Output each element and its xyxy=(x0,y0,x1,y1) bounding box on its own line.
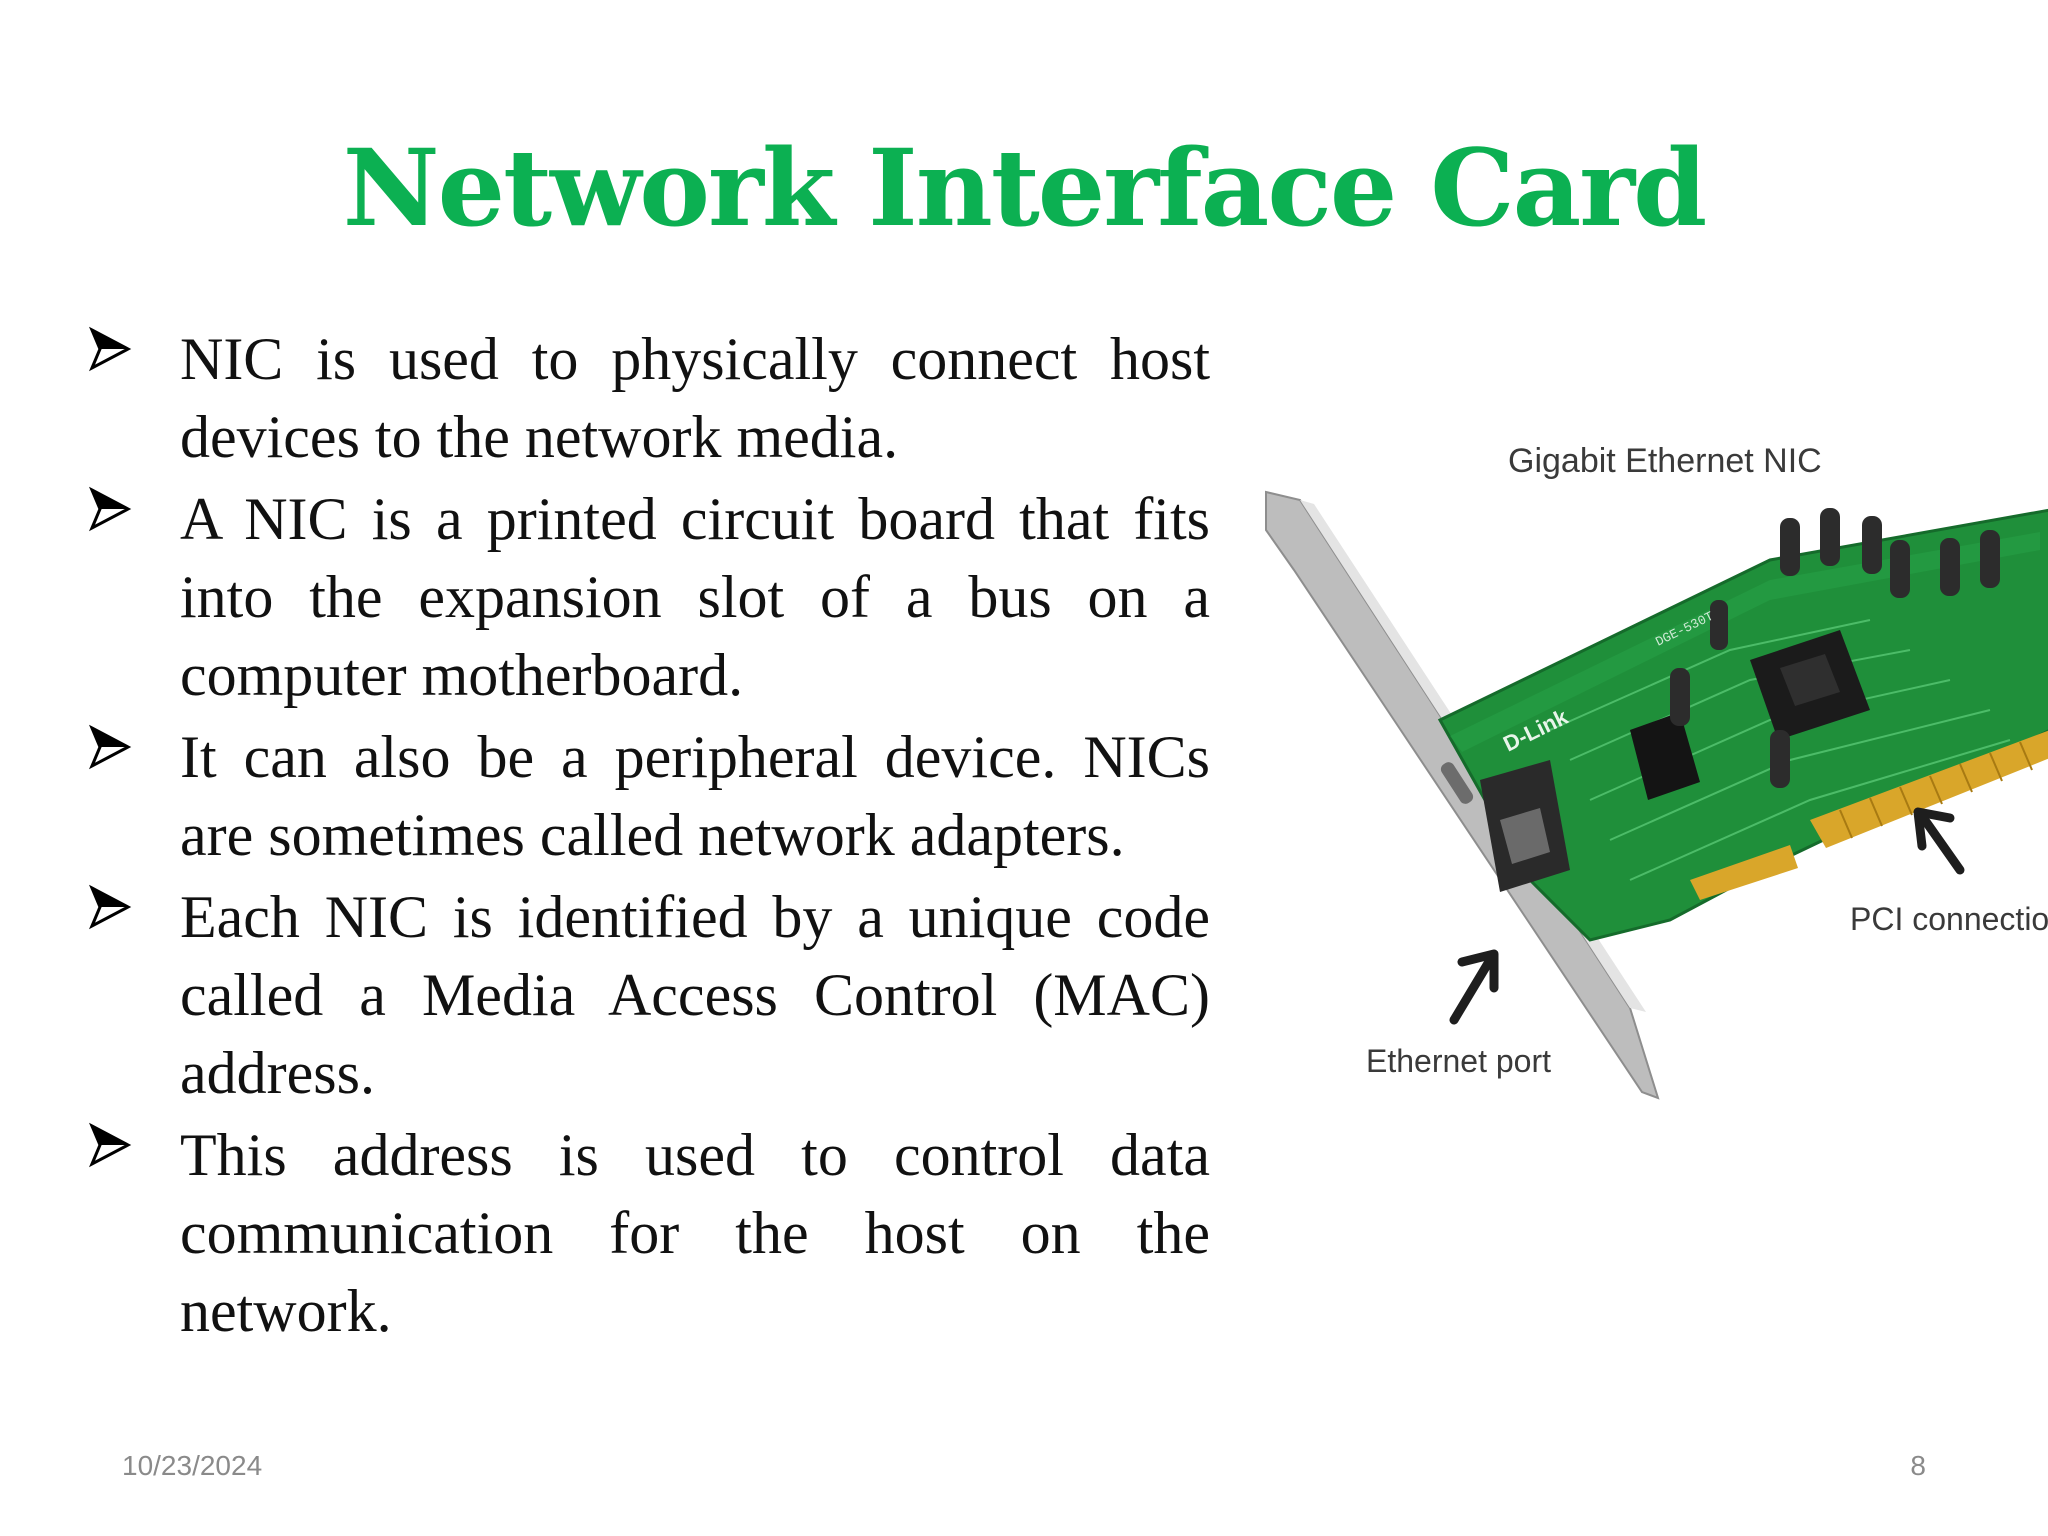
arrowhead-bullet-icon xyxy=(88,1122,132,1168)
arrowhead-bullet-icon xyxy=(88,486,132,532)
bullet-item: It can also be a peripheral device. NICs… xyxy=(80,718,1210,874)
rj45-opening xyxy=(1500,808,1550,864)
contact-pins xyxy=(1839,741,2033,839)
magnetics-module xyxy=(1630,712,1700,800)
footer-date: 10/23/2024 xyxy=(122,1450,263,1481)
network-card-illustration: D-Link DGE-530T Gigabit Ethernet NIC PCI… xyxy=(1265,442,2048,1100)
bullet-list: NIC is used to physically connect host d… xyxy=(80,320,1210,1354)
bullet-text: NIC is used to physically connect host d… xyxy=(180,326,1210,470)
label-pci-connection: PCI connection xyxy=(1850,901,2048,937)
capacitors xyxy=(1670,508,2000,788)
bullet-text: It can also be a peripheral device. NICs… xyxy=(180,724,1210,868)
arrowhead-bullet-icon xyxy=(88,326,132,372)
arrowhead-bullet-icon xyxy=(88,884,132,930)
pci-gold-contacts xyxy=(1810,730,2048,848)
bullet-item: This address is used to control data com… xyxy=(80,1116,1210,1350)
pointer-arrow-icon xyxy=(1449,949,1499,1025)
nic-photo: D-Link DGE-530T Gigabit Ethernet NIC PCI… xyxy=(1250,400,2048,1120)
chip-logo xyxy=(1780,654,1840,706)
bullet-item: NIC is used to physically connect host d… xyxy=(80,320,1210,476)
bullet-item: A NIC is a printed circuit board that fi… xyxy=(80,480,1210,714)
bullet-text: A NIC is a printed circuit board that fi… xyxy=(180,486,1210,708)
bullet-text: Each NIC is identified by a unique code … xyxy=(180,884,1210,1106)
slide-title: Network Interface Card xyxy=(342,125,1708,250)
pci-gold-contacts-short xyxy=(1690,845,1798,900)
label-gigabit-ethernet-nic: Gigabit Ethernet NIC xyxy=(1508,442,1822,480)
bullet-text: This address is used to control data com… xyxy=(180,1122,1210,1344)
slide-number: 8 xyxy=(1910,1450,1926,1481)
bullet-item: Each NIC is identified by a unique code … xyxy=(80,878,1210,1112)
bracket-slot xyxy=(1440,762,1474,804)
arrowhead-bullet-icon xyxy=(88,724,132,770)
pointer-arrow-icon xyxy=(1913,807,1965,875)
label-ethernet-port: Ethernet port xyxy=(1366,1043,1551,1079)
